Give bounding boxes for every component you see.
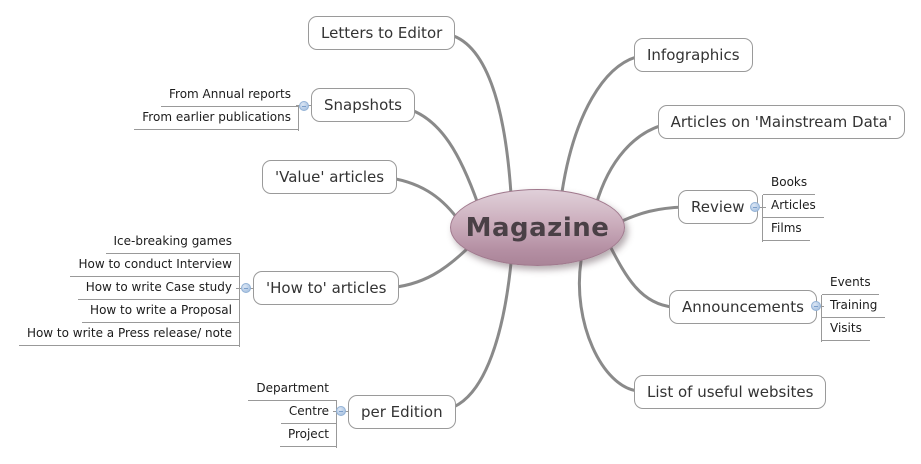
subnode-articles[interactable]: Articles xyxy=(763,195,824,218)
subnode-how-to-write-case-study[interactable]: How to write Case study xyxy=(77,277,240,300)
subnode-how-to-conduct-interview[interactable]: How to conduct Interview xyxy=(70,254,240,277)
child-bracket-announcements xyxy=(821,295,822,342)
subgroup-review-children: Books Articles Films xyxy=(763,172,824,241)
subnode-training[interactable]: Training xyxy=(822,295,886,318)
branch-curve-list-websites xyxy=(577,259,640,393)
subnode-centre[interactable]: Centre xyxy=(280,401,337,424)
subgroup-announcements-children: Events Training Visits xyxy=(822,272,886,341)
subnode-events[interactable]: Events xyxy=(822,272,879,295)
branch-curve-review xyxy=(620,205,686,223)
subgroup-how-to-children: Ice-breaking games How to conduct Interv… xyxy=(18,231,240,346)
node-value-articles[interactable]: 'Value' articles xyxy=(262,160,398,194)
subnode-from-earlier-publications[interactable]: From earlier publications xyxy=(134,107,299,130)
branch-curve-per-edition xyxy=(442,261,513,412)
subnode-department[interactable]: Department xyxy=(248,378,337,401)
child-bracket-per-edition xyxy=(336,401,337,448)
collapse-toggle-icon[interactable] xyxy=(299,101,309,111)
node-infographics[interactable]: Infographics xyxy=(634,38,753,72)
branch-curve-snapshots xyxy=(398,105,480,206)
collapse-toggle-icon[interactable] xyxy=(811,301,821,311)
node-per-edition[interactable]: per Edition xyxy=(348,395,456,429)
center-topic-label: Magazine xyxy=(465,212,610,243)
child-bracket-how-to xyxy=(239,254,240,347)
node-how-to-articles[interactable]: 'How to' articles xyxy=(253,271,400,305)
collapse-toggle-icon[interactable] xyxy=(336,406,346,416)
subnode-how-to-write-press-release[interactable]: How to write a Press release/ note xyxy=(18,323,240,346)
child-bracket-snapshots xyxy=(298,107,299,131)
subnode-books[interactable]: Books xyxy=(763,172,816,195)
branch-curve-letters-to-editor xyxy=(445,32,513,196)
subnode-how-to-write-a-proposal[interactable]: How to write a Proposal xyxy=(82,300,240,323)
branch-curve-infographics xyxy=(560,54,642,194)
subnode-films[interactable]: Films xyxy=(763,218,810,241)
node-list-useful-websites[interactable]: List of useful websites xyxy=(634,375,827,409)
subnode-visits[interactable]: Visits xyxy=(822,318,870,341)
center-topic-magazine[interactable]: Magazine xyxy=(450,189,625,266)
child-bracket-review xyxy=(762,195,763,242)
node-review[interactable]: Review xyxy=(678,190,758,224)
node-articles-mainstream-data[interactable]: Articles on 'Mainstream Data' xyxy=(657,105,905,139)
collapse-toggle-icon[interactable] xyxy=(241,283,251,293)
node-letters-to-editor[interactable]: Letters to Editor xyxy=(308,16,456,50)
collapse-toggle-icon[interactable] xyxy=(750,202,760,212)
subnode-project[interactable]: Project xyxy=(279,424,337,447)
subnode-from-annual-reports[interactable]: From Annual reports xyxy=(161,84,299,107)
node-announcements[interactable]: Announcements xyxy=(669,290,817,324)
subgroup-per-edition-children: Department Centre Project xyxy=(248,378,337,447)
node-snapshots[interactable]: Snapshots xyxy=(311,88,415,122)
subgroup-snapshots-children: From Annual reports From earlier publica… xyxy=(134,84,299,130)
branch-curve-announcements xyxy=(608,244,675,309)
subnode-ice-breaking-games[interactable]: Ice-breaking games xyxy=(105,231,240,254)
